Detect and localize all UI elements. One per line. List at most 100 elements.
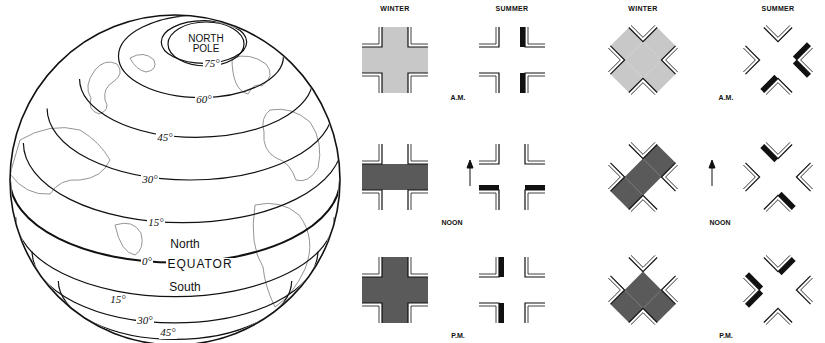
curb	[731, 48, 755, 72]
time-label: P.M.	[719, 332, 733, 339]
curb	[479, 73, 499, 93]
latitude-label: 15°	[109, 294, 126, 306]
shade	[625, 272, 662, 309]
curb	[362, 257, 379, 274]
latitude-label: 60°	[195, 94, 212, 106]
pole-label: NORTH POLE	[184, 34, 228, 55]
curb	[631, 83, 655, 107]
curb	[479, 193, 496, 210]
curb	[764, 308, 792, 336]
curb	[411, 76, 428, 93]
curb	[661, 46, 689, 74]
curb	[528, 76, 545, 93]
latitude-label: 30°	[136, 315, 153, 327]
curb	[479, 257, 496, 274]
curb	[411, 306, 428, 323]
curb	[661, 276, 689, 304]
curb	[801, 165, 825, 189]
curb	[631, 313, 655, 337]
curb	[525, 257, 545, 277]
shade	[625, 42, 662, 79]
shade	[382, 164, 408, 190]
latitude-line	[47, 109, 333, 180]
curb	[766, 313, 790, 337]
curb	[764, 243, 792, 271]
curb	[525, 190, 545, 210]
street-crossing	[479, 27, 545, 93]
season-heading: WINTER	[628, 5, 657, 12]
latitude-label: 30°	[141, 174, 158, 186]
curb	[408, 257, 428, 277]
curb	[596, 276, 624, 304]
shade	[362, 164, 382, 190]
curb	[408, 73, 428, 93]
hemisphere-label: South	[168, 281, 201, 294]
curb	[629, 13, 657, 41]
shade	[520, 27, 525, 47]
curb	[362, 144, 379, 161]
globe	[10, 15, 342, 343]
latitude-line	[16, 217, 335, 297]
shade	[408, 47, 428, 73]
shade	[760, 144, 778, 162]
curb	[596, 278, 620, 302]
curb	[596, 163, 624, 191]
shade	[408, 164, 428, 190]
curb	[629, 195, 657, 223]
street-crossing	[479, 144, 545, 210]
north-arrows	[467, 160, 715, 186]
curb	[411, 257, 428, 274]
time-label: A.M.	[719, 94, 734, 101]
curb	[479, 306, 496, 323]
shadow-patterns	[362, 13, 825, 336]
street-crossing	[596, 13, 689, 106]
shade	[499, 303, 504, 323]
shade	[382, 47, 408, 73]
curb	[661, 163, 689, 191]
curb	[764, 195, 792, 223]
curb	[796, 163, 824, 191]
street-crossing	[731, 243, 824, 336]
street-crossing	[362, 144, 428, 210]
curb	[801, 48, 825, 72]
curb	[411, 144, 428, 161]
curb	[631, 130, 655, 154]
curb	[362, 257, 382, 277]
latitude-line	[80, 79, 313, 137]
shade	[778, 257, 796, 275]
shade	[382, 303, 408, 323]
curb	[479, 144, 496, 161]
latitude-label: 15°	[147, 217, 164, 229]
season-heading: WINTER	[380, 5, 409, 12]
curb	[528, 306, 545, 323]
curb	[362, 27, 382, 47]
latitude-label: 75°	[203, 58, 220, 70]
curb	[801, 278, 825, 302]
curb	[411, 193, 428, 210]
curb	[528, 193, 545, 210]
curb	[631, 200, 655, 224]
season-heading: SUMMER	[762, 5, 795, 12]
latitude-line	[161, 21, 246, 64]
time-label: NOON	[442, 219, 463, 226]
curb	[766, 13, 790, 37]
time-label: NOON	[710, 219, 731, 226]
street-crossing	[362, 27, 428, 93]
curb	[731, 165, 755, 189]
shade	[625, 159, 662, 196]
curb	[362, 190, 382, 210]
curb	[408, 303, 428, 323]
curb	[525, 303, 545, 323]
curb	[362, 73, 382, 93]
curb	[525, 144, 545, 164]
curb	[631, 243, 655, 267]
curb	[666, 48, 690, 72]
curb	[525, 27, 545, 47]
curb	[631, 13, 655, 37]
season-heading: SUMMER	[496, 5, 529, 12]
latitude-label: 0°	[141, 256, 153, 268]
shade	[793, 42, 811, 60]
curb	[596, 48, 620, 72]
curb	[408, 27, 428, 47]
curb	[411, 27, 428, 44]
